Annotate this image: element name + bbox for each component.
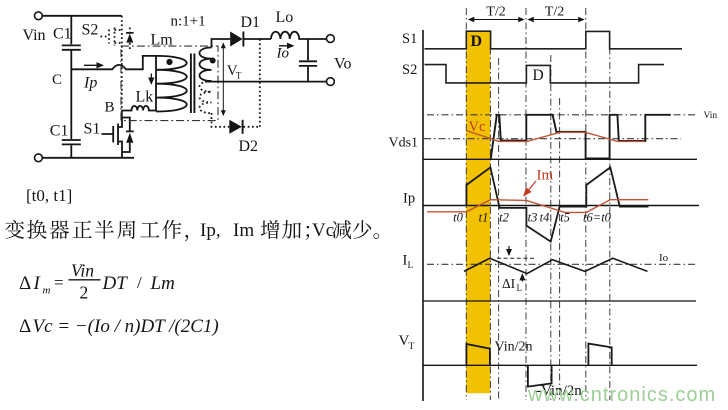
svg-text:www.cntronics.com: www.cntronics.com	[527, 384, 716, 406]
svg-text:Lm: Lm	[150, 273, 175, 294]
svg-text:Lk: Lk	[136, 89, 154, 106]
svg-text:C: C	[52, 72, 62, 88]
svg-text:S2: S2	[402, 62, 417, 78]
svg-text:t3: t3	[528, 211, 538, 225]
svg-text:L: L	[517, 283, 523, 293]
svg-text:T/2: T/2	[486, 5, 505, 20]
svg-text:T/2: T/2	[545, 5, 564, 20]
svg-text:D: D	[471, 33, 483, 50]
svg-text:Δ: Δ	[19, 316, 31, 337]
svg-text:m: m	[43, 285, 51, 297]
svg-text:ΔI: ΔI	[502, 276, 516, 291]
svg-text:S1: S1	[84, 121, 101, 138]
svg-text:=: =	[54, 273, 64, 292]
svg-text:Vin: Vin	[23, 27, 46, 44]
svg-text:Vc: Vc	[312, 220, 334, 241]
svg-text:Ip: Ip	[83, 75, 97, 92]
svg-text:t5: t5	[560, 211, 570, 225]
svg-text:Vo: Vo	[334, 56, 352, 73]
svg-text:L: L	[408, 261, 414, 271]
svg-text:D2: D2	[239, 138, 259, 155]
svg-text:S2: S2	[82, 22, 99, 39]
svg-text:[t0, t1]: [t0, t1]	[26, 186, 72, 205]
svg-text:T: T	[409, 342, 415, 352]
svg-text:S1: S1	[402, 31, 417, 47]
svg-text:Ip,: Ip,	[200, 220, 221, 241]
svg-text:-Vin/2n: -Vin/2n	[536, 383, 582, 399]
svg-text:V: V	[399, 333, 410, 349]
svg-text:t1: t1	[479, 211, 489, 225]
svg-text:Io: Io	[276, 46, 290, 62]
svg-text:D1: D1	[241, 14, 261, 31]
svg-text:DT: DT	[102, 273, 129, 294]
svg-text:V: V	[227, 63, 238, 79]
svg-text:t2: t2	[499, 211, 509, 225]
svg-text:n:1+1: n:1+1	[171, 14, 206, 30]
svg-text:Io: Io	[659, 252, 669, 264]
svg-text:B: B	[105, 100, 115, 116]
svg-text:t4: t4	[540, 211, 550, 225]
svg-text:Δ: Δ	[19, 273, 31, 294]
svg-text:Im: Im	[233, 220, 254, 241]
svg-text:Vin: Vin	[704, 111, 718, 121]
svg-text:Lm: Lm	[151, 32, 174, 49]
svg-text:Vin/2n: Vin/2n	[495, 340, 533, 355]
svg-text:D: D	[533, 67, 544, 84]
svg-text:t0: t0	[453, 211, 463, 225]
svg-text:C1: C1	[50, 123, 69, 140]
svg-text:I: I	[33, 273, 42, 294]
svg-text:Vds1: Vds1	[389, 136, 419, 151]
svg-text:T: T	[236, 72, 242, 82]
svg-text:t6=t0: t6=t0	[583, 211, 612, 225]
svg-text:I: I	[403, 253, 408, 269]
svg-text:Vin: Vin	[71, 261, 94, 281]
svg-text:Vc = −(Io / n)DT /(2C1): Vc = −(Io / n)DT /(2C1)	[33, 316, 219, 337]
svg-text:Ip: Ip	[403, 191, 415, 207]
svg-text:2: 2	[80, 283, 89, 303]
svg-text:Lo: Lo	[276, 9, 294, 26]
svg-text:C1: C1	[53, 26, 72, 43]
svg-text:Vc: Vc	[469, 119, 486, 135]
svg-text:Im: Im	[537, 168, 554, 184]
svg-text:/: /	[137, 273, 142, 292]
